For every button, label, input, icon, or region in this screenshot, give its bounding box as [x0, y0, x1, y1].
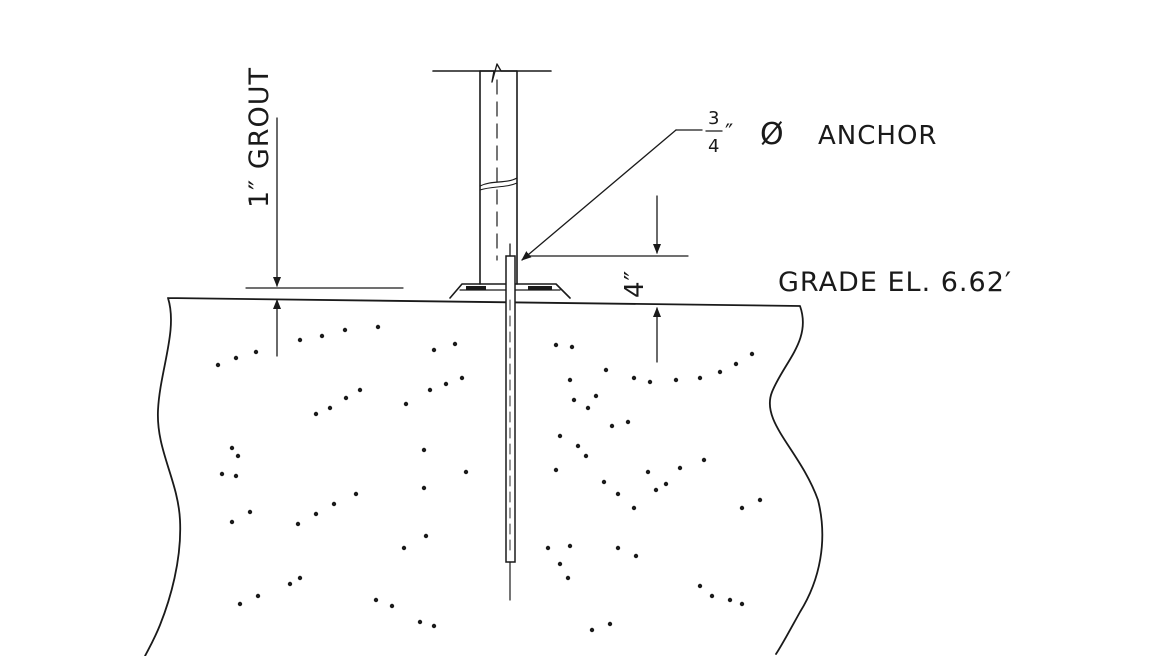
concrete-stipple	[215, 324, 763, 633]
stipple-dot	[215, 362, 221, 368]
stipple-dot	[663, 481, 669, 487]
stipple-dot	[569, 344, 575, 350]
stipple-dot	[255, 593, 261, 599]
anchor-leader	[521, 129, 703, 261]
stipple-dot	[733, 361, 739, 367]
stipple-dot	[459, 375, 465, 381]
stipple-dot	[423, 533, 429, 539]
stipple-dot	[583, 453, 589, 459]
stipple-dot	[749, 351, 755, 357]
stipple-dot	[697, 375, 703, 381]
stipple-dot	[247, 509, 253, 515]
stipple-dot	[553, 467, 559, 473]
height-dimension	[529, 195, 689, 363]
stipple-dot	[615, 491, 621, 497]
stipple-dot	[553, 342, 559, 348]
stipple-dot	[607, 621, 613, 627]
stipple-dot	[739, 601, 745, 607]
stipple-dot	[229, 445, 235, 451]
stipple-dot	[431, 623, 437, 629]
stipple-dot	[757, 497, 763, 503]
stipple-dot	[235, 453, 241, 459]
stipple-dot	[633, 553, 639, 559]
stipple-dot	[233, 473, 239, 479]
stipple-dot	[653, 487, 659, 493]
grout-dimension	[245, 117, 404, 357]
stipple-dot	[603, 367, 609, 373]
stipple-dot	[417, 619, 423, 625]
stipple-dot	[403, 401, 409, 407]
stipple-dot	[313, 411, 319, 417]
column	[432, 63, 552, 285]
anchor-label: 3 4 ″ Ø ANCHOR	[705, 108, 937, 157]
anchor-inch-mark: ″	[725, 121, 734, 146]
stipple-dot	[567, 377, 573, 383]
stipple-dot	[219, 471, 225, 477]
stipple-dot	[593, 393, 599, 399]
height-dim-label: 4″	[620, 270, 650, 298]
stipple-dot	[327, 405, 333, 411]
stipple-dot	[727, 597, 733, 603]
stipple-dot	[609, 423, 615, 429]
stipple-dot	[571, 397, 577, 403]
anchor-text: ANCHOR	[818, 121, 937, 151]
stipple-dot	[342, 327, 348, 333]
stipple-dot	[717, 369, 723, 375]
stipple-dot	[645, 469, 651, 475]
stipple-dot	[357, 387, 363, 393]
stipple-dot	[452, 341, 458, 347]
stipple-dot	[389, 603, 395, 609]
anchor-fraction-denominator: 4	[708, 136, 720, 157]
stipple-dot	[697, 583, 703, 589]
stipple-dot	[295, 521, 301, 527]
stipple-dot	[567, 543, 573, 549]
stipple-dot	[237, 601, 243, 607]
stipple-dot	[297, 337, 303, 343]
stipple-dot	[443, 381, 449, 387]
stipple-dot	[331, 501, 337, 507]
stipple-dot	[677, 465, 683, 471]
stipple-dot	[709, 593, 715, 599]
grout-label: 1″ GROUT	[244, 67, 275, 208]
stipple-dot	[353, 491, 359, 497]
anchor-fraction-numerator: 3	[708, 108, 720, 129]
stipple-dot	[373, 597, 379, 603]
stipple-dot	[463, 469, 469, 475]
stipple-dot	[421, 485, 427, 491]
stipple-dot	[375, 324, 381, 330]
stipple-dot	[253, 349, 259, 355]
stipple-dot	[421, 447, 427, 453]
footing-outline	[144, 297, 824, 656]
grade-elevation-label: GRADE EL. 6.62′	[778, 267, 1012, 298]
stipple-dot	[615, 545, 621, 551]
stipple-dot	[739, 505, 745, 511]
anchor-diameter-symbol: Ø	[760, 117, 785, 152]
stipple-dot	[545, 545, 551, 551]
stipple-dot	[427, 387, 433, 393]
stipple-dot	[601, 479, 607, 485]
stipple-dot	[229, 519, 235, 525]
stipple-dot	[401, 545, 407, 551]
stipple-dot	[589, 627, 595, 633]
anchor-rod	[505, 243, 516, 601]
stipple-dot	[565, 575, 571, 581]
stipple-dot	[233, 355, 239, 361]
stipple-dot	[313, 511, 319, 517]
stipple-dot	[701, 457, 707, 463]
stipple-dot	[647, 379, 653, 385]
stipple-dot	[343, 395, 349, 401]
stipple-dot	[631, 505, 637, 511]
stipple-dot	[287, 581, 293, 587]
stipple-dot	[631, 375, 637, 381]
stipple-dot	[557, 433, 563, 439]
stipple-dot	[673, 377, 679, 383]
stipple-dot	[557, 561, 563, 567]
stipple-dot	[625, 419, 631, 425]
stipple-dot	[319, 333, 325, 339]
stipple-dot	[297, 575, 303, 581]
stipple-dot	[431, 347, 437, 353]
stipple-dot	[585, 405, 591, 411]
stipple-dot	[575, 443, 581, 449]
